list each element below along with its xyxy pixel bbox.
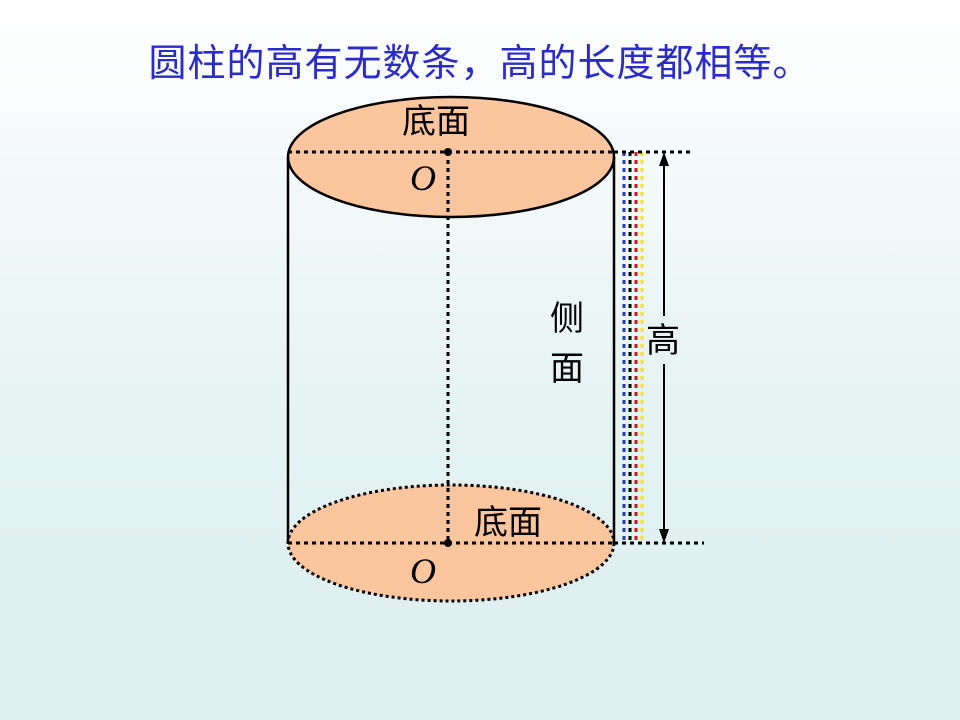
height-label-background [644, 316, 684, 364]
bottom-base-label: 底面 [474, 503, 542, 543]
bottom-center-point [444, 539, 452, 547]
top-center-label: O [410, 158, 436, 198]
page-title: 圆柱的高有无数条，高的长度都相等。 [148, 41, 812, 85]
height-label: 高 [646, 321, 680, 361]
bottom-center-label: O [410, 551, 436, 591]
lateral-surface-label-line2: 面 [550, 349, 584, 389]
height-arrow-head-top [659, 152, 669, 166]
top-base-label: 底面 [402, 102, 470, 142]
height-arrow-head-bottom [659, 529, 669, 543]
lateral-surface-label-line1: 侧 [550, 299, 584, 339]
top-center-point [444, 148, 452, 156]
